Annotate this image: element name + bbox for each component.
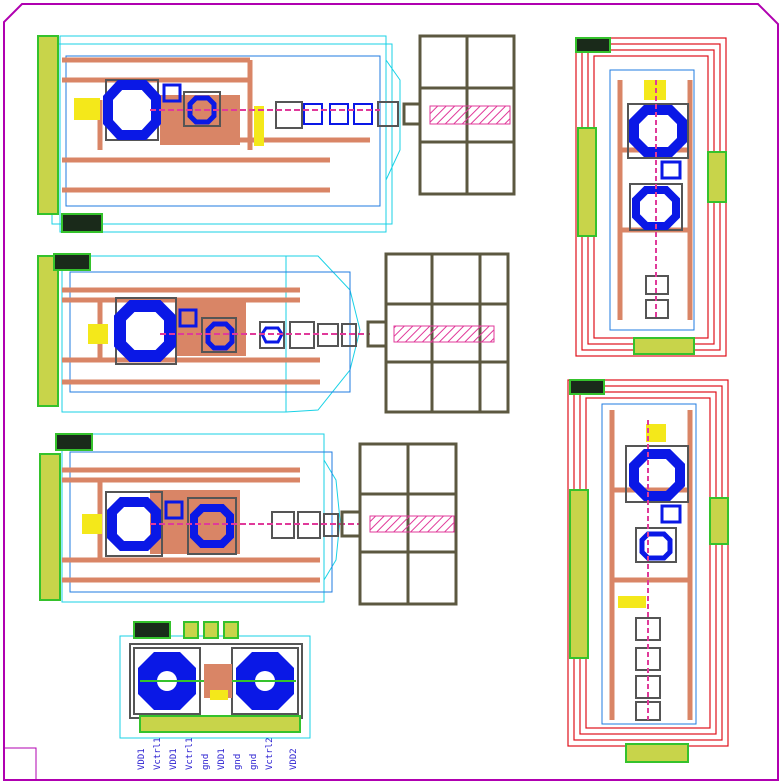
- pin-label: VDD1: [137, 748, 147, 770]
- corner-marker: [3, 747, 37, 781]
- inductor-coil: [639, 531, 673, 561]
- pin-label: VDD1: [217, 748, 227, 770]
- pin-labels: VDD1 Vctrl1 VDD1 Vctrl1 gnd VDD1 gnd gnd…: [137, 737, 299, 770]
- pin-label: gnd: [233, 754, 243, 770]
- circuit-block-2: [37, 252, 510, 414]
- circuit-block-3: [39, 433, 458, 606]
- pad-strip: [569, 379, 605, 395]
- inductor-coil: [632, 186, 680, 230]
- pad-column-left: [37, 255, 59, 407]
- pin-label: gnd: [249, 754, 259, 770]
- pin-label: gnd: [201, 754, 211, 770]
- die-outline: [3, 3, 779, 781]
- pad-strip: [53, 253, 91, 271]
- pad-strip: [575, 37, 611, 53]
- inductor-coil: [629, 105, 687, 157]
- inductor-coil: [190, 504, 234, 548]
- inductor-coil: [187, 95, 217, 125]
- pad-strip: [55, 433, 93, 451]
- inductor-coil: [103, 80, 161, 140]
- pad-strip: [61, 213, 103, 233]
- circuit-block-5: [575, 37, 727, 357]
- circuit-block-1: [37, 34, 516, 233]
- bottom-pad-row: [139, 715, 301, 733]
- pad-column-left: [39, 453, 61, 601]
- inductor-coil: [107, 497, 161, 551]
- inductor-coil: [629, 449, 685, 501]
- pin-label: Vctrl1: [185, 737, 195, 770]
- pin-label: VDD1: [169, 748, 179, 770]
- inductor-coil: [114, 300, 176, 362]
- pad-strip: [133, 621, 171, 639]
- circuit-block-4: VDD1 Vctrl1 VDD1 Vctrl1 gnd VDD1 gnd gnd…: [119, 621, 311, 770]
- circuit-block-6: [567, 379, 729, 763]
- pin-label: Vctrl2: [265, 737, 275, 770]
- pad-column-left: [37, 35, 59, 215]
- pin-label: Vctrl1: [153, 737, 163, 770]
- pin-label: VDD2: [289, 748, 299, 770]
